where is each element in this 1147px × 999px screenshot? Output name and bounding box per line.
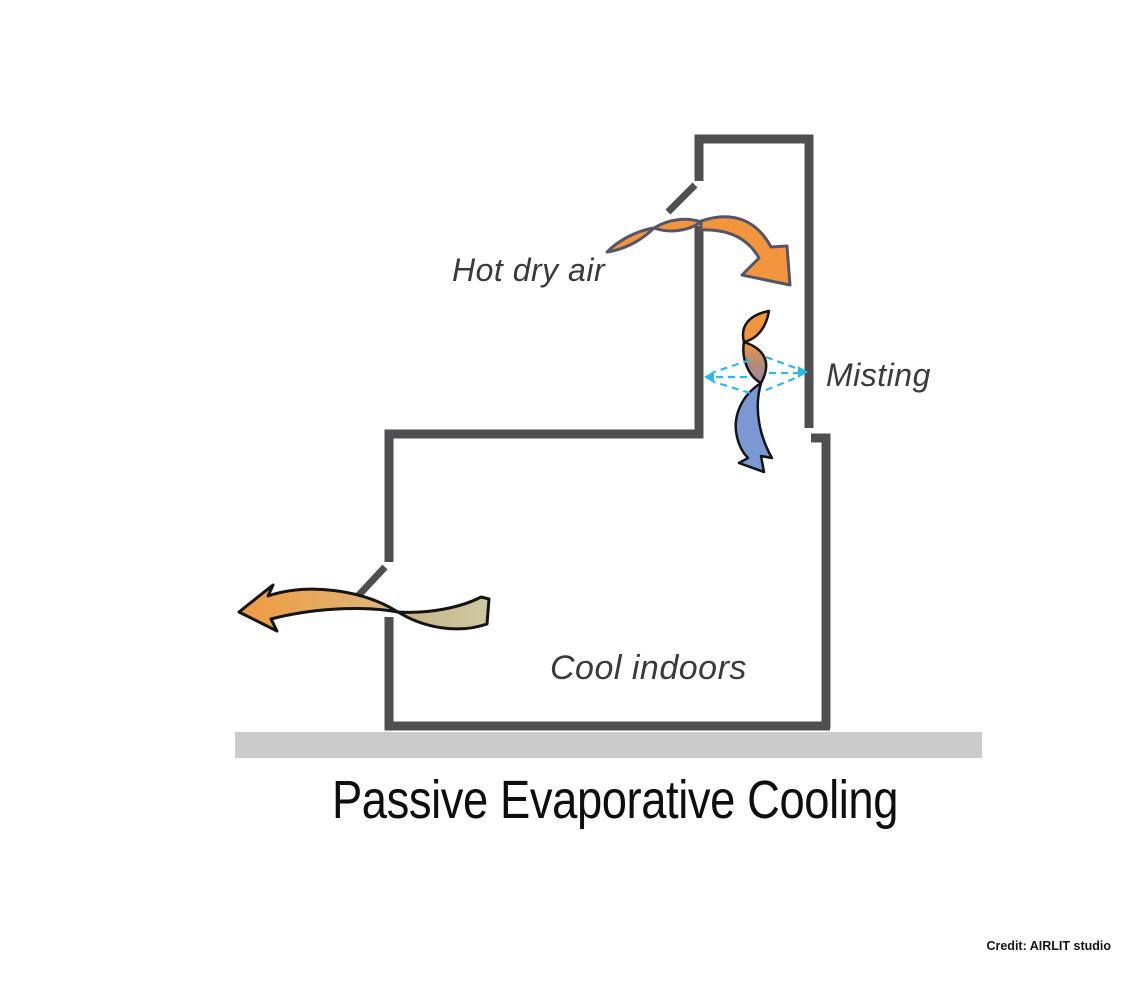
cool-indoors-label: Cool indoors bbox=[550, 649, 747, 687]
tower-downdraft-ribbon bbox=[734, 309, 774, 474]
hot-air-ribbon-arrow bbox=[699, 215, 792, 287]
mist-line bbox=[765, 355, 799, 371]
hot-air-ribbon bbox=[605, 215, 792, 287]
right-wall-step bbox=[811, 433, 831, 728]
ground-strip bbox=[235, 732, 982, 758]
downdraft-hot-segment bbox=[741, 309, 771, 344]
hot-air-ribbon-tail bbox=[605, 226, 656, 254]
hot-dry-air-label: Hot dry air bbox=[452, 252, 606, 288]
cool-exit-ribbon-tail bbox=[396, 595, 491, 631]
downdraft-cool-arrow bbox=[734, 381, 774, 474]
mist-arrowhead-left-icon bbox=[704, 371, 714, 383]
tower-inlet-flap bbox=[665, 182, 698, 215]
mist-spray bbox=[704, 355, 808, 395]
misting-label: Misting bbox=[826, 357, 931, 393]
diagram-title: Passive Evaporative Cooling bbox=[331, 770, 899, 830]
hot-air-ribbon-twist bbox=[652, 217, 703, 233]
room-outlet-flap bbox=[354, 564, 388, 600]
tower-left-wall-roof-left-wall bbox=[384, 226, 704, 562]
mist-line bbox=[713, 358, 751, 374]
cool-exit-ribbon bbox=[237, 583, 491, 633]
mist-line bbox=[765, 375, 799, 392]
mist-spray-left bbox=[712, 358, 751, 395]
left-wall-lower-and-floor bbox=[384, 617, 830, 731]
mist-spray-right bbox=[765, 355, 800, 392]
mist-arrowhead-right-icon bbox=[798, 366, 808, 378]
mist-line bbox=[713, 380, 751, 395]
credit-text: Credit: AIRLIT studio bbox=[986, 939, 1111, 953]
tower-top-and-right-wall bbox=[694, 134, 814, 428]
building-structure bbox=[354, 134, 831, 731]
cool-exit-ribbon-arrow bbox=[237, 583, 400, 633]
